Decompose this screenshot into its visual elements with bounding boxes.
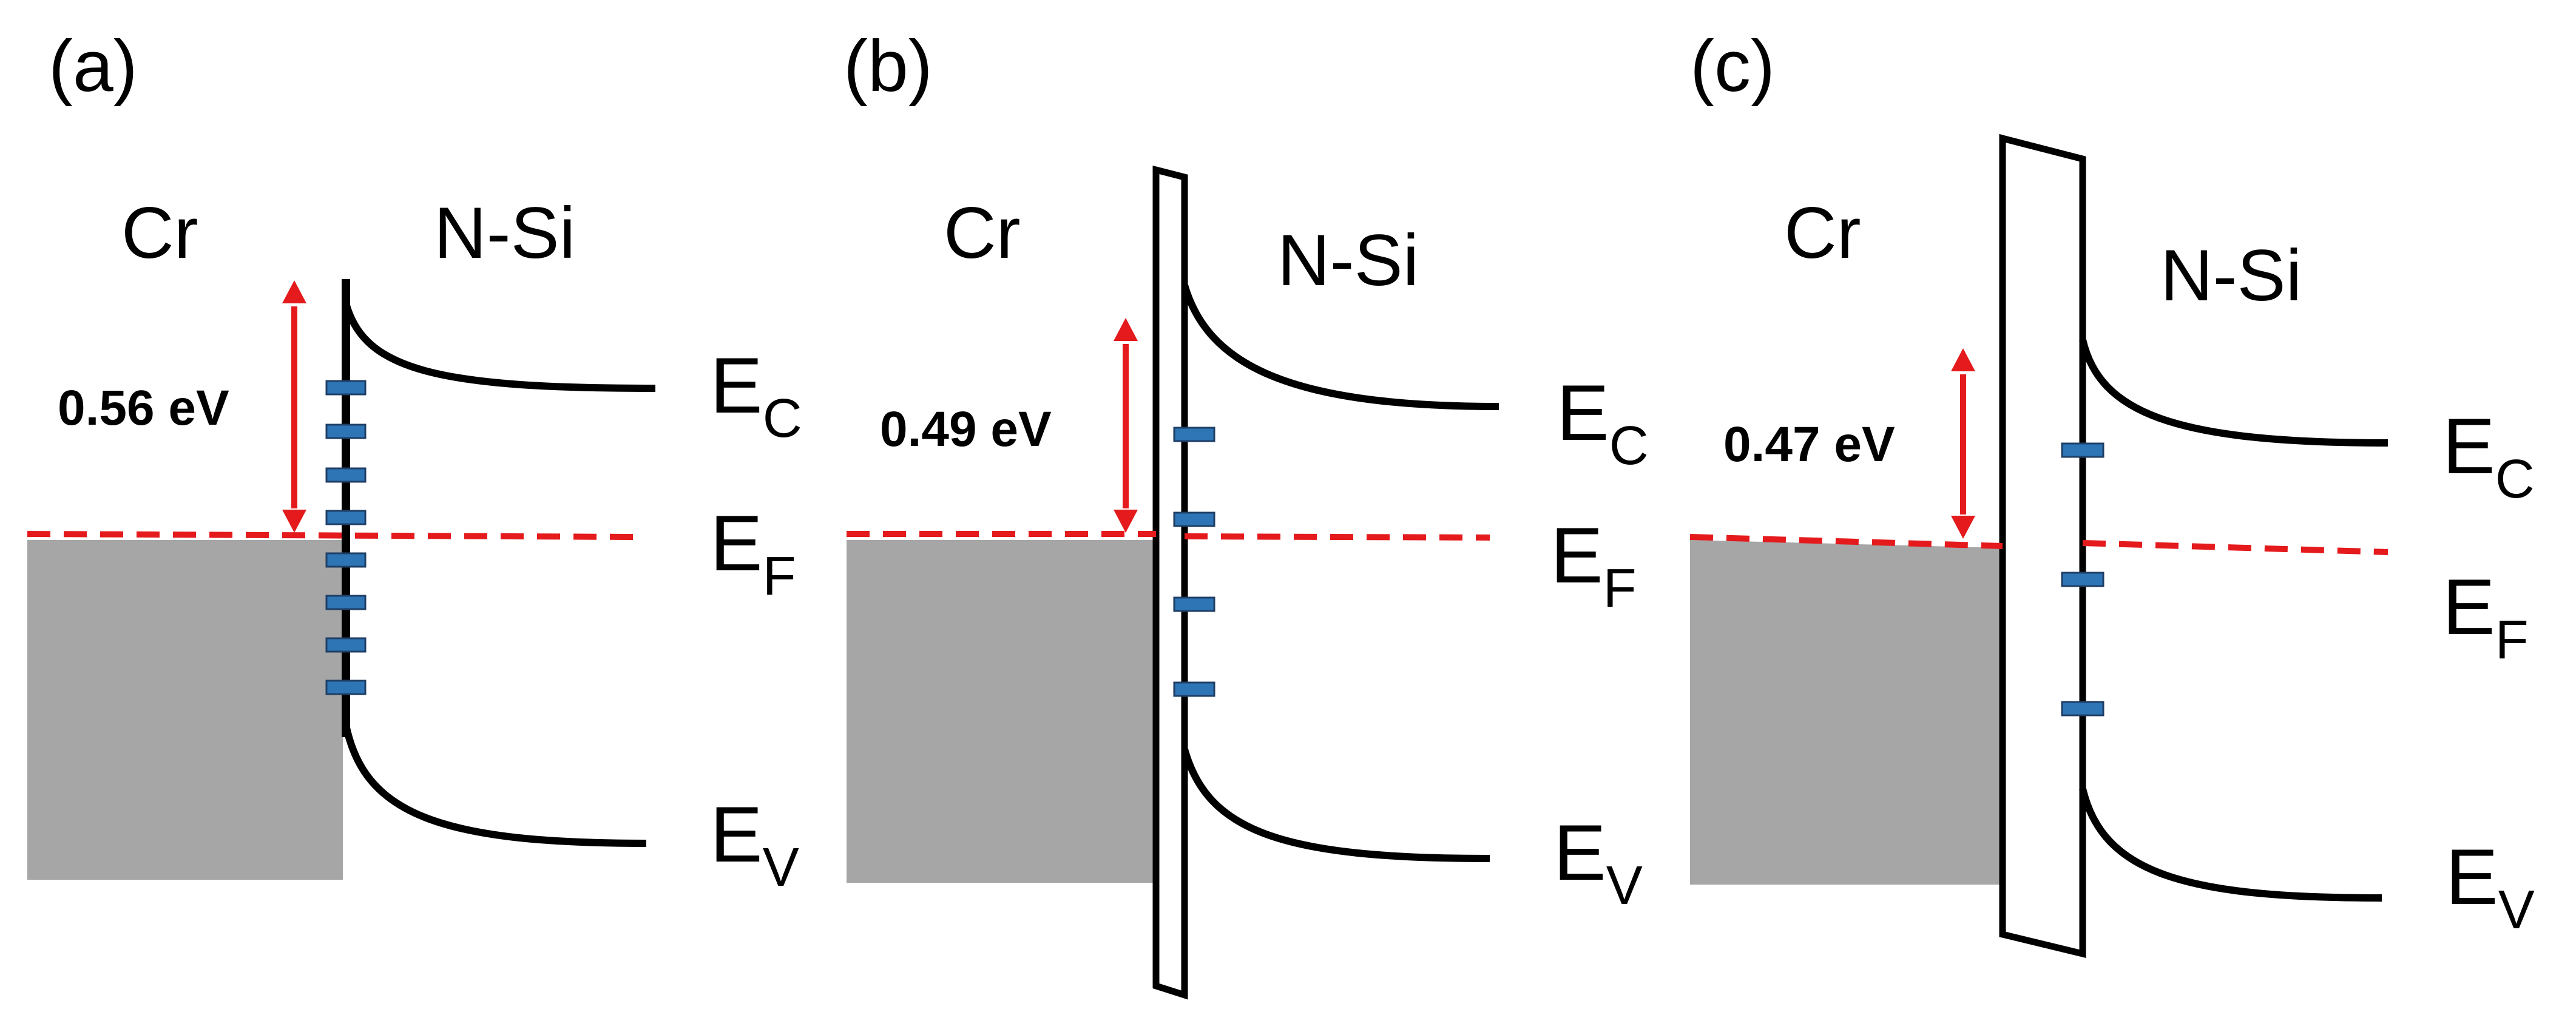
interface-state — [1173, 427, 1215, 442]
panel-b-ec-label: EC — [1557, 368, 1649, 476]
panel-c-interface-layer — [1999, 133, 2086, 958]
interface-state — [1173, 596, 1215, 612]
panel-b-metal-fill — [847, 540, 1156, 883]
panel-c-semiconductor-label: N-Si — [2160, 235, 2302, 316]
panel-a-ev-label: EV — [710, 790, 799, 898]
panel-b-label: (b) — [843, 25, 933, 107]
panel-c-label: (c) — [1690, 25, 1775, 107]
panel-a-barrier-label: 0.56 eV — [58, 380, 229, 436]
panel-b-barrier-arrow — [1114, 318, 1138, 533]
panel-c-fermi-level-metal — [1689, 534, 2003, 549]
panel-b-semiconductor-label: N-Si — [1277, 220, 1419, 301]
panel-c-fermi-level-semiconductor — [2082, 540, 2388, 555]
interface-state — [2061, 572, 2104, 587]
panel-c-barrier-label: 0.47 eV — [1723, 417, 1895, 472]
panel-b-fermi-level-semiconductor — [1184, 533, 1490, 541]
panel-a-fermi-level — [27, 531, 635, 540]
panel-a-conduction-band — [342, 302, 656, 392]
panel-b-ev-label: EV — [1553, 808, 1643, 916]
panel-b-conduction-band — [1181, 284, 1499, 410]
panel-c-metal-label: Cr — [1784, 192, 1861, 274]
interface-state — [325, 510, 367, 525]
interface-state — [325, 467, 367, 483]
panel-c-conduction-band — [2079, 339, 2388, 447]
interface-state — [1173, 681, 1215, 697]
interface-state — [325, 423, 367, 439]
panel-c-interface-states — [2061, 442, 2104, 717]
interface-state — [2061, 442, 2104, 458]
interface-state — [325, 637, 367, 653]
panel-b-barrier-label: 0.49 eV — [880, 402, 1052, 457]
interface-state — [2061, 701, 2104, 717]
panel-a-interface-states — [325, 380, 367, 695]
interface-state — [1173, 511, 1215, 527]
panel-a-barrier-arrow — [282, 280, 306, 533]
panel-b-interface-states — [1173, 427, 1215, 697]
panel-c: (c) Cr N-Si 0.47 eV EC EF EV — [1689, 25, 2535, 958]
panel-a-semiconductor-label: N-Si — [434, 192, 575, 274]
interface-state — [325, 680, 367, 695]
panel-c-ev-label: EV — [2446, 832, 2535, 940]
panel-a-label: (a) — [49, 25, 138, 107]
interface-state — [325, 552, 367, 568]
panel-a-ef-label: EF — [710, 499, 796, 607]
panel-a-metal-label: Cr — [121, 192, 198, 274]
panel-c-valence-band — [2079, 788, 2382, 902]
panel-c-ec-label: EC — [2442, 402, 2535, 510]
panel-b-valence-band — [1181, 748, 1490, 862]
panel-b-ef-label: EF — [1550, 511, 1637, 619]
panel-a-metal-fill — [27, 540, 343, 880]
panel-b: (b) Cr N-Si 0.49 eV EC EF EV — [843, 25, 1649, 1000]
panel-b-interface-layer — [1152, 165, 1188, 1000]
panel-a: (a) Cr N-Si 0.56 eV EC EF EV — [27, 25, 802, 898]
panel-c-metal-fill — [1690, 540, 2003, 885]
panel-b-metal-label: Cr — [944, 192, 1021, 274]
panel-a-ec-label: EC — [710, 341, 802, 449]
panel-a-valence-band — [342, 724, 647, 847]
interface-state — [325, 380, 367, 396]
interface-state — [325, 595, 367, 610]
panel-c-barrier-arrow — [1951, 348, 1975, 539]
panel-c-ef-label: EF — [2442, 562, 2529, 670]
